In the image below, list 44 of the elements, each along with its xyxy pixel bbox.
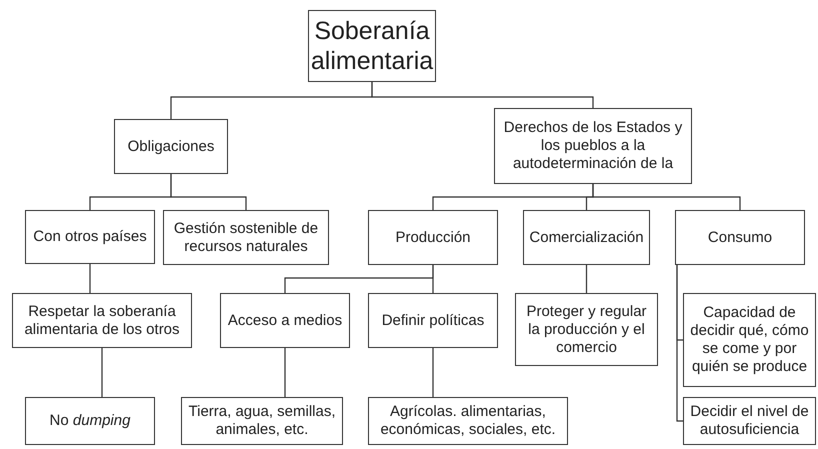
box-text: Definir políticas	[382, 312, 484, 330]
concept-box	[163, 210, 329, 265]
connector-line	[101, 348, 103, 397]
concept-box	[523, 210, 650, 265]
connector-line	[592, 184, 741, 210]
connector-line	[170, 174, 247, 210]
concept-box	[181, 397, 343, 445]
concept-box	[515, 293, 658, 366]
concept-box	[368, 397, 568, 445]
concept-box	[494, 108, 692, 184]
box-text: Capacidad de decidir qué, cómo se come y por quién se produce	[689, 304, 810, 376]
concept-box	[220, 293, 350, 348]
connector-line	[586, 265, 588, 293]
concept-box	[114, 119, 228, 174]
concept-box	[675, 210, 805, 265]
concept-box	[683, 293, 816, 387]
connector-line	[89, 264, 91, 293]
box-text: Proteger y regular la producción y el comercio	[525, 302, 648, 356]
concept-box	[368, 210, 498, 265]
box-text: Respetar la soberanía alimentaria de los otros	[23, 302, 181, 338]
box-text: Comercialización	[529, 228, 644, 246]
box-text: Acceso a medios	[228, 312, 342, 330]
box-text: Producción	[395, 228, 471, 246]
connector-line	[371, 82, 594, 108]
box-text: Derechos de los Estados y los pueblos a la autodeterminación de la	[502, 119, 684, 173]
connector-line	[676, 265, 683, 422]
box-text: No dumping	[50, 412, 130, 430]
box-text: Consumo	[708, 228, 772, 246]
connector-line	[432, 348, 434, 397]
box-text: Tierra, agua, semillas, animales, etc.	[188, 403, 336, 439]
title-box	[308, 10, 436, 82]
box-text: Obligaciones	[128, 138, 214, 156]
concept-box	[12, 293, 192, 348]
box-text: Gestión sostenible de recursos naturales	[172, 220, 320, 256]
concept-box	[25, 210, 155, 264]
box-text: Agrícolas. alimentarias, económicas, sociales, etc.	[379, 403, 557, 439]
connector-line	[432, 265, 434, 293]
box-text: Decidir el nivel de autosuficiencia	[689, 403, 810, 439]
concept-box	[25, 397, 155, 445]
box-text: Con otros países	[33, 228, 147, 246]
box-text: Soberanía alimentaria	[310, 16, 434, 76]
concept-box	[683, 397, 816, 445]
connector-line	[284, 348, 286, 397]
concept-box	[368, 293, 498, 348]
